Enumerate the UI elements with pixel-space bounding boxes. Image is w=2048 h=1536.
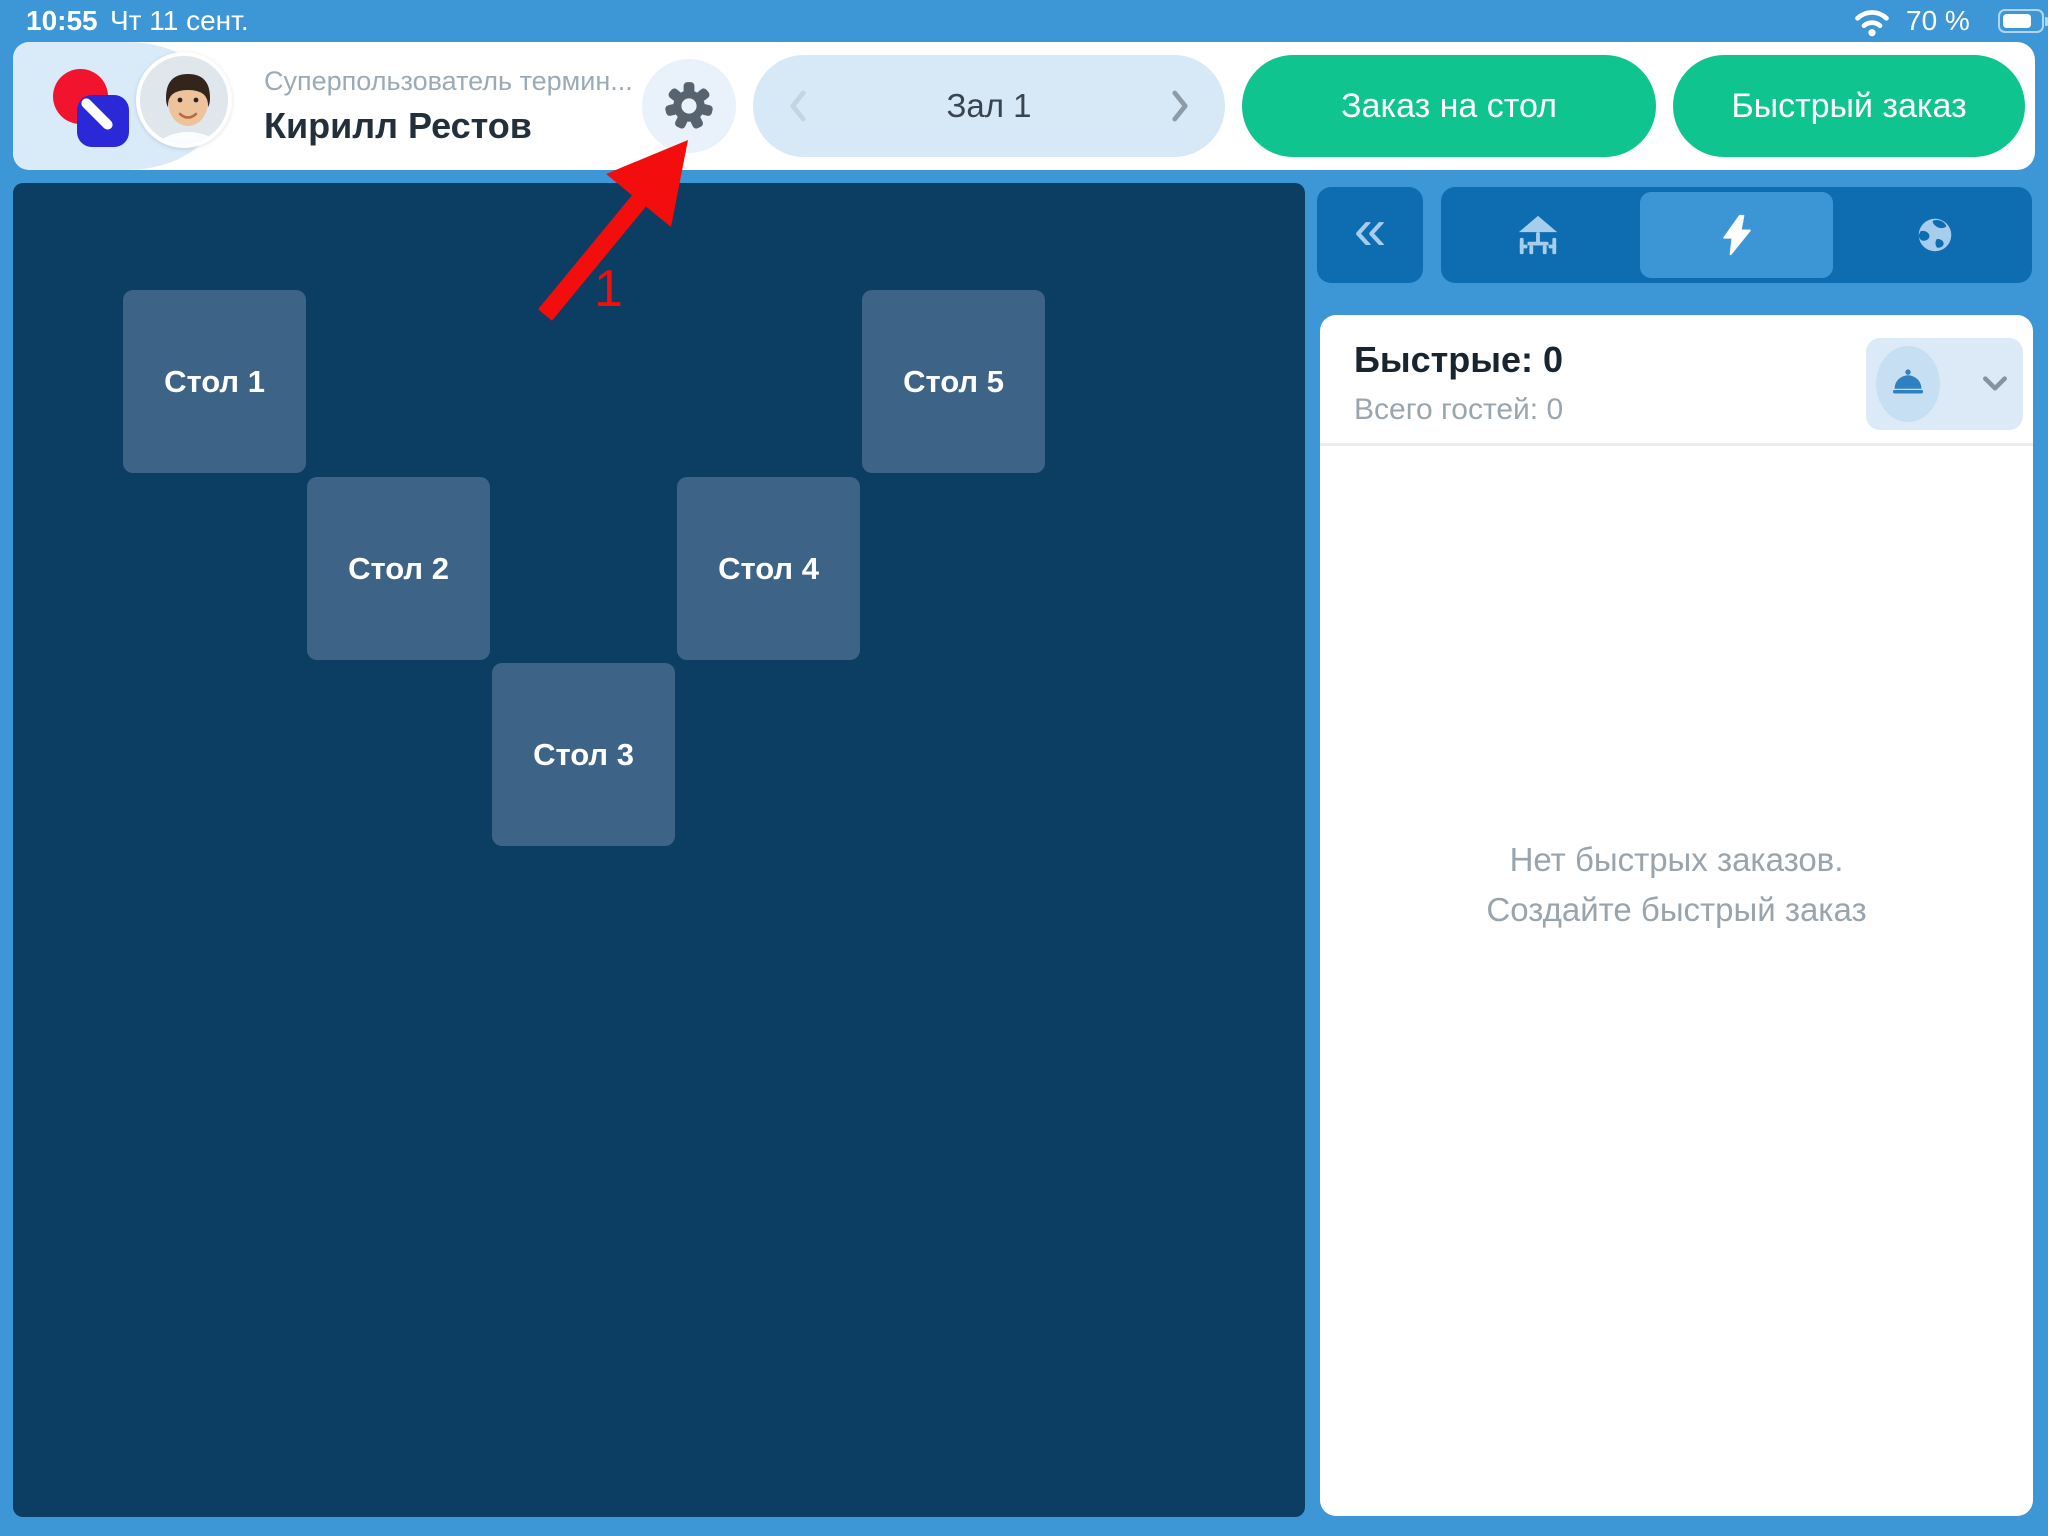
user-name: Кирилл Рестов	[264, 104, 532, 146]
panel-divider	[1320, 443, 2033, 446]
order-on-table-button[interactable]: Заказ на стол	[1242, 55, 1656, 157]
hall-prev-icon[interactable]	[785, 89, 811, 123]
lightning-icon	[1722, 214, 1751, 256]
quick-order-button[interactable]: Быстрый заказ	[1673, 55, 2025, 157]
empty-state-line2: Создайте быстрый заказ	[1486, 891, 1867, 928]
terrace-table-icon	[1518, 215, 1557, 255]
gear-icon	[665, 82, 713, 129]
table-tile[interactable]: Стол 2	[307, 477, 490, 660]
avatar-photo	[140, 56, 228, 144]
battery-icon	[1998, 9, 2048, 33]
table-tile[interactable]: Стол 5	[862, 290, 1045, 473]
order-type-dropdown[interactable]	[1866, 338, 2023, 430]
globe-icon	[1918, 218, 1952, 252]
table-label: Стол 5	[903, 363, 1004, 399]
status-date: Чт 11 сент.	[110, 5, 249, 36]
floor-plan: Стол 1 Стол 2 Стол 3 Стол 4 Стол 5	[13, 183, 1305, 1517]
table-tile[interactable]: Стол 3	[492, 663, 675, 846]
header-bar: Суперпользователь термин... Кирилл Ресто…	[13, 42, 2035, 170]
table-label: Стол 2	[348, 550, 449, 586]
hall-selector[interactable]: Зал 1	[753, 55, 1225, 157]
user-info[interactable]: Суперпользователь термин... Кирилл Ресто…	[264, 42, 633, 170]
tab-quick-orders[interactable]	[1639, 192, 1834, 278]
order-on-table-label: Заказ на стол	[1341, 86, 1557, 125]
quick-orders-count: Быстрые: 0	[1354, 339, 1564, 380]
user-role: Суперпользователь термин...	[264, 65, 633, 96]
user-avatar[interactable]	[136, 52, 232, 148]
guests-total: Всего гостей: 0	[1354, 393, 1564, 426]
table-label: Стол 1	[164, 363, 265, 399]
table-tile[interactable]: Стол 4	[677, 477, 860, 660]
order-type-badge	[1876, 346, 1940, 422]
empty-state-line1: Нет быстрых заказов.	[1509, 841, 1844, 878]
table-label: Стол 4	[718, 550, 819, 586]
battery-fill	[2002, 13, 2032, 28]
chevron-down-icon	[1983, 376, 2007, 391]
battery-nub	[2045, 17, 2048, 26]
hall-name: Зал 1	[946, 87, 1032, 124]
empty-state-message: Нет быстрых заказов. Создайте быстрый за…	[1320, 835, 2033, 935]
table-label: Стол 3	[533, 736, 634, 772]
collapse-panel-button[interactable]: «	[1317, 187, 1423, 283]
battery-percent-label: 70 %	[1906, 5, 1970, 36]
hall-next-icon[interactable]	[1167, 89, 1193, 123]
wifi-icon	[1855, 10, 1889, 37]
quick-orders-panel: Быстрые: 0 Всего гостей: 0 Нет быстрых з…	[1320, 315, 2033, 1516]
quick-order-label: Быстрый заказ	[1731, 86, 1967, 125]
tab-delivery-orders[interactable]	[1838, 187, 2032, 283]
collapse-icon: «	[1353, 197, 1387, 262]
cloche-icon	[1892, 369, 1924, 394]
tab-terrace-orders[interactable]	[1441, 187, 1635, 283]
table-tile[interactable]: Стол 1	[123, 290, 306, 473]
clock: 10:55	[26, 5, 98, 36]
settings-button[interactable]	[642, 59, 736, 153]
status-bar: 10:55 Чт 11 сент. 70 %	[0, 0, 2048, 42]
panel-tab-bar	[1441, 187, 2032, 283]
app-logo[interactable]	[44, 67, 136, 159]
